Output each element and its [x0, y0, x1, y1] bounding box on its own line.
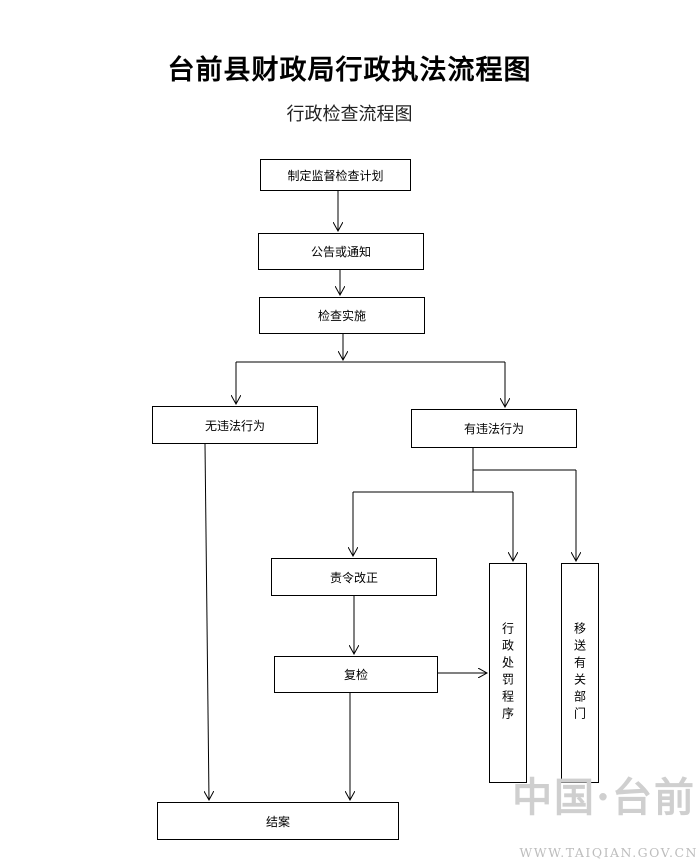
page-subtitle: 行政检查流程图 — [286, 104, 413, 125]
node-recheck: 复检 — [274, 656, 438, 693]
node-plan: 制定监督检查计划 — [260, 159, 411, 191]
node-transfer: 移送有关部门 — [561, 563, 599, 783]
node-transfer-label: 移送有关部门 — [572, 622, 587, 724]
node-close: 结案 — [157, 802, 399, 840]
node-rectify: 责令改正 — [271, 558, 437, 596]
node-no-violation: 无违法行为 — [152, 406, 318, 444]
arrow-no-violation-to-close — [205, 443, 209, 800]
node-notice: 公告或通知 — [258, 233, 424, 270]
watermark-url: WWW.TAIQIAN.GOV.CN — [519, 845, 698, 860]
node-penalty-label: 行政处罚程序 — [500, 622, 515, 724]
node-inspect: 检查实施 — [259, 297, 425, 334]
node-penalty: 行政处罚程序 — [489, 563, 527, 783]
watermark-logo: 中国·台前 — [512, 774, 696, 821]
page-title: 台前县财政局行政执法流程图 — [167, 55, 532, 86]
node-violation: 有违法行为 — [411, 409, 577, 448]
